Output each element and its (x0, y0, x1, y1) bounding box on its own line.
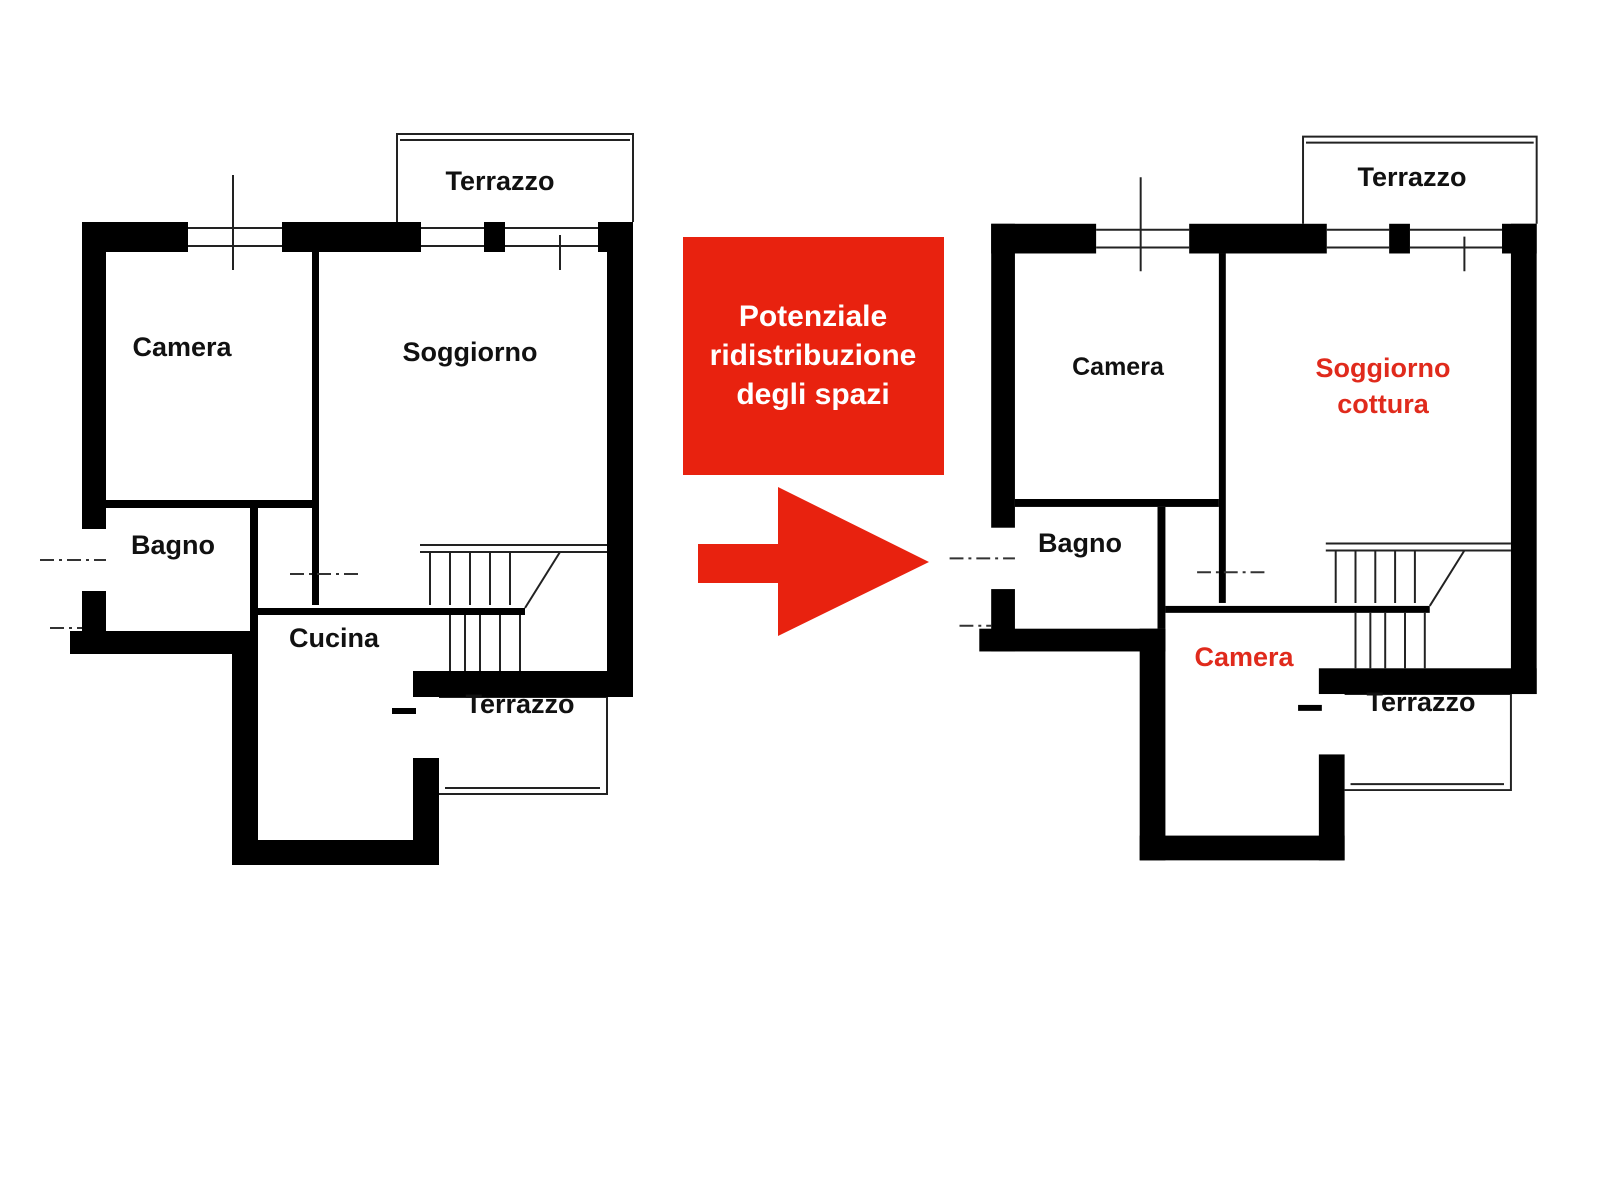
callout-line-2: ridistribuzione (710, 339, 917, 372)
callout-line-1: Potenziale (739, 300, 887, 333)
room-label-camera: Camera (132, 332, 232, 362)
room-label-bagno: Bagno (131, 530, 215, 560)
plan-before: Terrazzo Camera Soggiorno Bagno Cucina T… (39, 133, 634, 866)
room-label-camera-new: Camera (1194, 642, 1294, 672)
callout-line-3: degli spazi (736, 378, 889, 411)
room-label-camera: Camera (1072, 353, 1165, 381)
room-label-terrazzo-bottom: Terrazzo (1366, 687, 1475, 717)
arrow-right-icon (698, 487, 929, 636)
room-label-terrazzo-bottom: Terrazzo (465, 689, 574, 719)
redistribution-callout: Potenziale ridistribuzione degli spazi (683, 237, 944, 636)
room-label-soggiorno: Soggiorno (403, 337, 538, 367)
callout-box (683, 237, 944, 475)
floor-plan-drawing-before (39, 133, 634, 866)
room-label-cucina: Cucina (289, 623, 380, 653)
room-label-terrazzo-top: Terrazzo (445, 166, 554, 196)
room-label-bagno: Bagno (1038, 528, 1122, 558)
plan-after: Terrazzo Camera Soggiorno cottura Bagno … (948, 135, 1538, 862)
room-label-cottura: cottura (1337, 389, 1429, 419)
floor-plan-drawing-after (948, 135, 1538, 862)
room-label-terrazzo-top: Terrazzo (1357, 162, 1466, 192)
room-label-soggiorno: Soggiorno (1316, 353, 1451, 383)
